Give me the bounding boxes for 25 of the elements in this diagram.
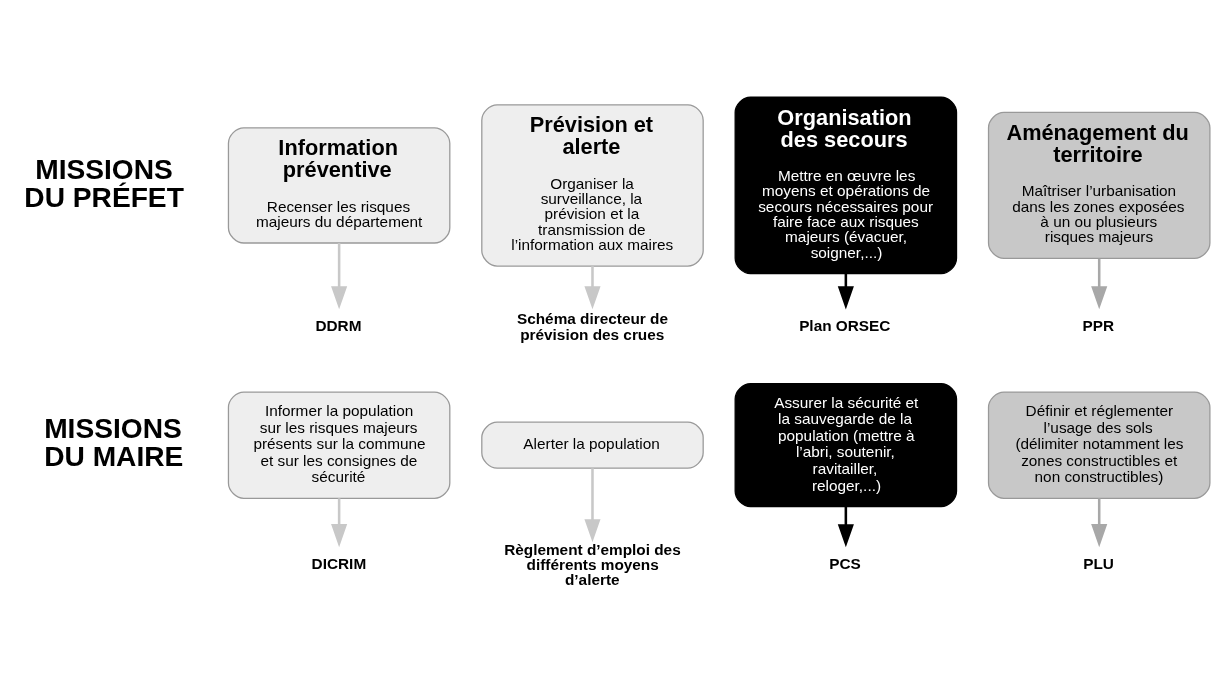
arrow bbox=[1091, 258, 1108, 309]
arrow bbox=[331, 497, 348, 547]
node-text: DICRIM bbox=[311, 554, 367, 572]
arrow bbox=[1091, 497, 1108, 547]
label: MISSIONS DU PRÉFET bbox=[24, 153, 184, 213]
arrow bbox=[331, 242, 348, 309]
node-text: PLU bbox=[1083, 554, 1114, 572]
node-box: Prévision et alerte Organiser la surveillance, la prévision et la transmission de l’information aux maires bbox=[481, 103, 704, 267]
node-text: Règlement d’emploi des différents moyens d’alerte bbox=[504, 540, 681, 588]
node-text: PCS bbox=[829, 554, 861, 572]
node-box: Informer la population sur les risques majeurs présents sur la commune et sur les consignes de sécurité bbox=[227, 390, 451, 499]
node-text: PPR bbox=[1082, 316, 1115, 334]
arrow bbox=[837, 506, 854, 547]
node-box: Définir et réglementer l’usage des sols (délimiter notamment les zones constructibles et non constructibles) bbox=[987, 390, 1211, 499]
node-box: Information préventive Recenser les risques majeurs du département bbox=[227, 126, 451, 244]
node-box: Aménagement du territoire Maîtriser l’urbanisation dans les zones exposées à un ou plusieurs risques majeurs bbox=[987, 111, 1211, 259]
label: MISSIONS DU MAIRE bbox=[44, 412, 184, 472]
node-box: Assurer la sécurité et la sauvegarde de la population (mettre à l’abri, soutenir, ravitailler, reloger,...) bbox=[734, 382, 958, 507]
node-box: Organisation des secours Mettre en œuvre les moyens et opérations de secours nécessaires pour faire face aux risques majeurs (évacuer, soigner,...) bbox=[734, 96, 958, 274]
node-text: Schéma directeur de prévision des crues bbox=[516, 309, 668, 343]
arrow bbox=[584, 467, 601, 542]
node-box: Alerter la population bbox=[481, 421, 704, 469]
node-text: DDRM bbox=[315, 316, 362, 334]
node-text: Plan ORSEC bbox=[799, 316, 891, 334]
arrow bbox=[584, 265, 601, 309]
